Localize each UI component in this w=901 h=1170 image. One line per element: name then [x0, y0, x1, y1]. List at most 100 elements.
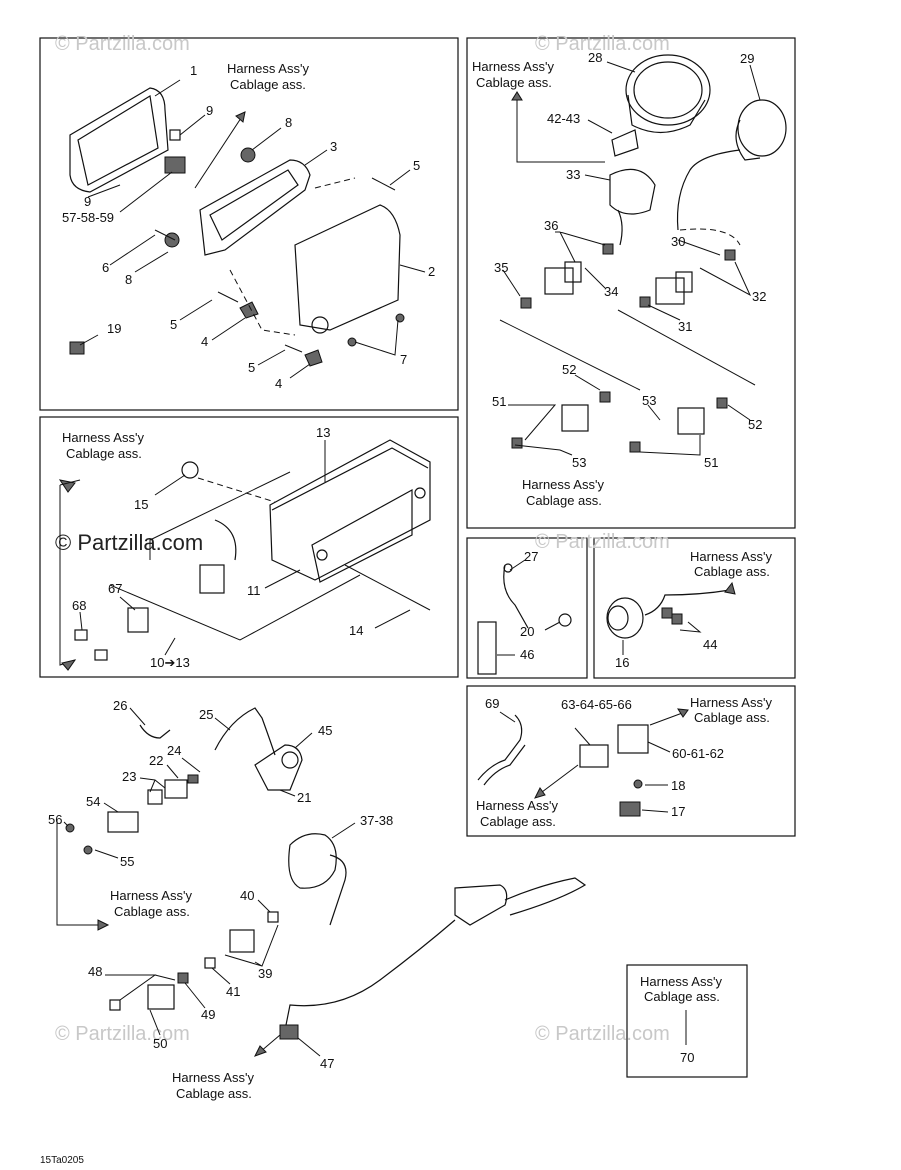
callout-52: 52 — [748, 417, 762, 432]
callout-34: 34 — [604, 284, 618, 299]
handlebar-drawing — [56, 707, 687, 1057]
callout-41: 41 — [226, 984, 240, 999]
callout-53: 53 — [572, 455, 586, 470]
harness-label: Cablage ass. — [230, 77, 306, 92]
callout-18: 18 — [671, 778, 685, 793]
callout-17: 17 — [671, 804, 685, 819]
taillight-drawing — [58, 439, 431, 671]
watermark: © Partzilla.com — [535, 33, 670, 55]
sensor-drawing — [477, 708, 689, 817]
callout-42-43: 42-43 — [547, 111, 580, 126]
harness-label: Cablage ass. — [644, 989, 720, 1004]
harness-label: Harness Ass'y — [690, 695, 772, 710]
headlight-drawing — [69, 79, 426, 379]
callout-54: 54 — [86, 794, 100, 809]
callout-70: 70 — [680, 1050, 694, 1065]
panel-headlight — [39, 37, 459, 411]
watermark: © Partzilla.com — [535, 1023, 670, 1045]
callout-57-58-59: 57-58-59 — [62, 210, 114, 225]
callout-15: 15 — [134, 497, 148, 512]
callout-19: 19 — [107, 321, 121, 336]
callout-45: 45 — [318, 723, 332, 738]
callout-44: 44 — [703, 637, 717, 652]
callout-30: 30 — [671, 234, 685, 249]
callout-69: 69 — [485, 696, 499, 711]
callout-63-64-65-66: 63-64-65-66 — [561, 697, 632, 712]
callout-31: 31 — [678, 319, 692, 334]
callout-9: 9 — [84, 194, 91, 209]
callout-23: 23 — [122, 769, 136, 784]
callout-11: 11 — [247, 583, 261, 598]
callout-68: 68 — [72, 598, 86, 613]
harness-label: Harness Ass'y — [522, 477, 604, 492]
callout-33: 33 — [566, 167, 580, 182]
callout-51: 51 — [704, 455, 718, 470]
callout-10-13: 10➔13 — [150, 655, 190, 670]
callout-24: 24 — [167, 743, 181, 758]
harness-label: Harness Ass'y — [172, 1070, 254, 1085]
callout-7: 7 — [400, 352, 407, 367]
harness-label: Cablage ass. — [114, 904, 190, 919]
harness-label: Harness Ass'y — [110, 888, 192, 903]
callout-27: 27 — [524, 549, 538, 564]
harness-label: Cablage ass. — [476, 75, 552, 90]
callout-3: 3 — [330, 139, 337, 154]
callout-49: 49 — [201, 1007, 215, 1022]
watermark: © Partzilla.com — [55, 33, 190, 55]
callout-50: 50 — [153, 1036, 167, 1051]
harness-label: Harness Ass'y — [690, 549, 772, 564]
callout-5: 5 — [170, 317, 177, 332]
ties-drawing — [477, 559, 572, 675]
harness-label: Harness Ass'y — [476, 798, 558, 813]
harness-label: Cablage ass. — [526, 493, 602, 508]
harness-label: Cablage ass. — [694, 710, 770, 725]
callout-29: 29 — [740, 51, 754, 66]
callout-46: 46 — [520, 647, 534, 662]
watermark: © Partzilla.com — [55, 530, 203, 555]
callout-48: 48 — [88, 964, 102, 979]
callout-40: 40 — [240, 888, 254, 903]
callout-26: 26 — [113, 698, 127, 713]
callout-36: 36 — [544, 218, 558, 233]
callout-67: 67 — [108, 581, 122, 596]
callout-1: 1 — [190, 63, 197, 78]
callout-28: 28 — [588, 50, 602, 65]
callout-14: 14 — [349, 623, 363, 638]
panel-switch — [593, 537, 796, 679]
callout-16: 16 — [615, 655, 629, 670]
switch-drawing — [606, 581, 736, 655]
callout-2: 2 — [428, 264, 435, 279]
callout-21: 21 — [297, 790, 311, 805]
callout-6: 6 — [102, 260, 109, 275]
callout-8: 8 — [125, 272, 132, 287]
panel-taillight — [39, 416, 459, 678]
watermark: © Partzilla.com — [55, 1023, 190, 1045]
watermark: © Partzilla.com — [535, 531, 670, 553]
callout-8: 8 — [285, 115, 292, 130]
harness-label: Harness Ass'y — [640, 974, 722, 989]
panel-sensor — [466, 685, 796, 837]
callout-51: 51 — [492, 394, 506, 409]
panel-gauges — [466, 37, 796, 529]
callout-55: 55 — [120, 854, 134, 869]
panel-harness-70 — [626, 964, 748, 1078]
callout-5: 5 — [248, 360, 255, 375]
callout-32: 32 — [752, 289, 766, 304]
panel-ties — [466, 537, 588, 679]
callout-53: 53 — [642, 393, 656, 408]
callout-35: 35 — [494, 260, 508, 275]
harness-label: Harness Ass'y — [472, 59, 554, 74]
harness-label: Cablage ass. — [694, 564, 770, 579]
harness-label: Harness Ass'y — [227, 61, 309, 76]
gauges-drawing — [499, 54, 787, 456]
callout-9: 9 — [206, 103, 213, 118]
harness-label: Harness Ass'y — [62, 430, 144, 445]
harness-label: Cablage ass. — [176, 1086, 252, 1101]
callout-5: 5 — [413, 158, 420, 173]
callout-25: 25 — [199, 707, 213, 722]
callout-39: 39 — [258, 966, 272, 981]
callout-60-61-62: 60-61-62 — [672, 746, 724, 761]
callout-52: 52 — [562, 362, 576, 377]
callout-56: 56 — [48, 812, 62, 827]
